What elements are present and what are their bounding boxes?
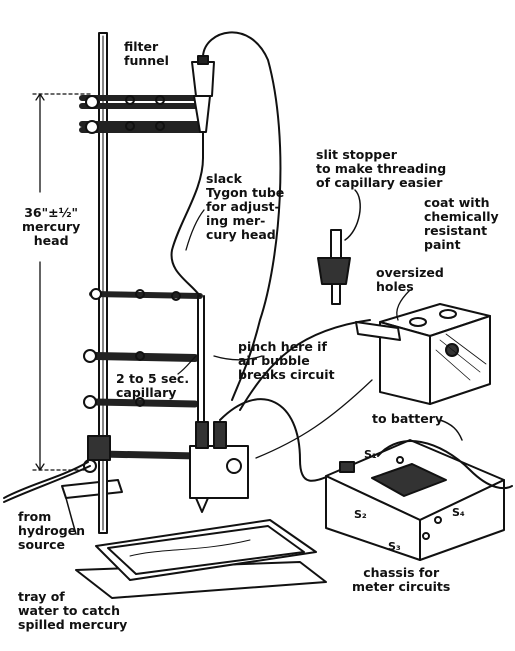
label-to-battery: to battery <box>372 411 444 426</box>
stopper-arrow <box>344 189 361 241</box>
label-switch-s4: S₄ <box>452 506 465 519</box>
capillary <box>197 295 205 441</box>
wire-hydrogen-2 <box>3 461 89 499</box>
clamps <box>79 95 203 473</box>
filter-funnel <box>191 55 215 159</box>
leader-lines <box>177 209 411 459</box>
wire-a <box>239 319 371 411</box>
slit-stopper <box>317 229 351 305</box>
wire-hydrogen <box>3 465 91 503</box>
electrode-cell <box>189 421 249 513</box>
battery-arrow <box>439 419 463 441</box>
label-switch-s2: S₂ <box>354 508 367 521</box>
chassis <box>325 439 513 561</box>
tube-lower <box>170 157 204 297</box>
mercury-head-dimension <box>32 93 96 471</box>
label-switch-s1: S₁ <box>364 448 377 461</box>
label-capillary: 2 to 5 sec.capillary <box>116 371 190 400</box>
label-switch-s3: S₃ <box>388 540 401 553</box>
tray <box>75 519 327 599</box>
painted-box <box>355 303 491 405</box>
tygon-tube <box>202 31 282 401</box>
